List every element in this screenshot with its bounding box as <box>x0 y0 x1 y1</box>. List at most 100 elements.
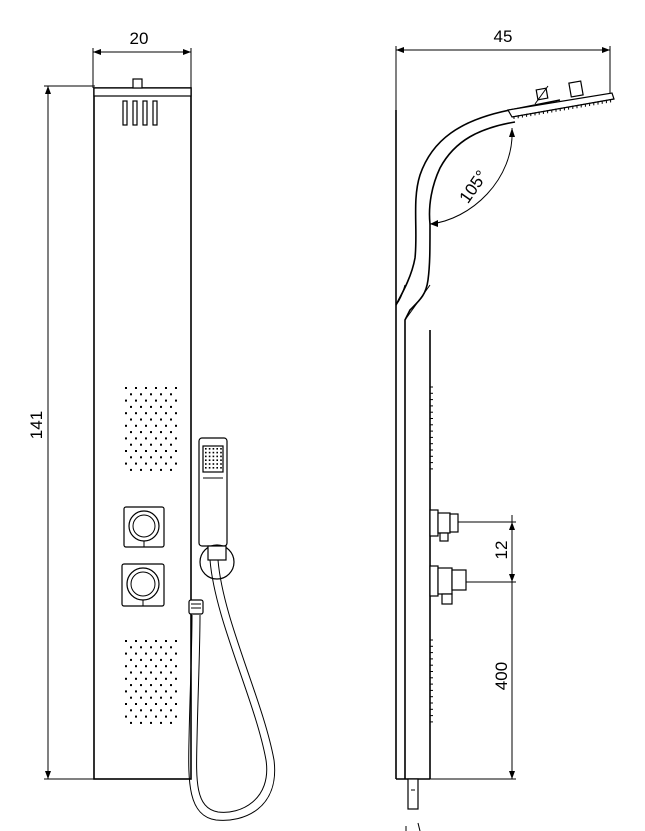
body-jet-nozzle <box>165 715 167 718</box>
body-jet-nozzle <box>175 399 177 402</box>
body-jet-nozzle <box>175 387 177 389</box>
body-jet-nozzle <box>165 450 167 452</box>
body-jet-nozzle <box>155 399 157 402</box>
body-jet-nozzle <box>160 431 162 434</box>
body-jet-nozzle <box>155 412 157 415</box>
body-jet-nozzle <box>125 412 127 415</box>
body-jet-nozzle <box>160 709 162 712</box>
side-bottom-fitting <box>405 778 421 831</box>
hand-shower-nozzle <box>205 448 207 450</box>
body-jet-nozzle <box>135 450 137 452</box>
hand-shower-nozzle <box>205 455 207 458</box>
spacing-label: 12 <box>492 541 511 560</box>
body-jet-nozzle <box>135 665 137 668</box>
body-jet-nozzle <box>170 696 172 699</box>
body-jet-nozzle <box>175 677 177 680</box>
body-jet-nozzle <box>140 658 142 661</box>
body-jet-nozzle <box>165 690 167 693</box>
outlet-spacing-dimension: 12 <box>458 515 516 583</box>
body-jet-nozzle <box>130 709 132 712</box>
body-jet-nozzle <box>175 462 177 465</box>
body-jet-nozzle <box>155 437 157 440</box>
hand-shower-nozzle <box>220 448 222 450</box>
body-jet-nozzle <box>160 443 162 446</box>
body-jet-nozzle <box>130 671 132 674</box>
body-jet-nozzle <box>165 665 167 668</box>
body-jet-nozzle <box>140 418 142 421</box>
body-jet-nozzle <box>175 412 177 415</box>
body-jet-nozzle <box>170 393 172 396</box>
body-jet-nozzle <box>160 405 162 408</box>
hand-shower-nozzle <box>220 455 222 458</box>
side-column-outline <box>395 99 561 306</box>
hand-shower-nozzle <box>212 455 215 458</box>
body-jet-nozzle <box>165 652 167 655</box>
body-jet-nozzle <box>125 640 127 642</box>
body-jet-nozzle <box>165 399 167 402</box>
body-jet-nozzle <box>170 468 172 471</box>
body-jet-nozzle <box>155 387 157 389</box>
body-jet-nozzle <box>170 431 172 434</box>
body-jet-nozzle <box>150 709 152 712</box>
body-jet-nozzle <box>135 387 137 389</box>
hand-shower-nozzle <box>220 459 222 461</box>
body-jet-nozzle <box>145 424 147 427</box>
body-jet-nozzle <box>170 405 172 408</box>
body-jet-nozzle <box>145 677 147 680</box>
body-jet-nozzle <box>145 462 147 465</box>
hand-shower-nozzle <box>208 463 211 465</box>
body-jet-nozzle <box>125 437 127 440</box>
hand-shower-nozzle <box>220 467 222 469</box>
body-jet-nozzle <box>125 387 127 389</box>
bottom-offset-label: 400 <box>492 662 511 690</box>
body-jet-nozzle <box>175 690 177 693</box>
body-jet-nozzle <box>170 418 172 421</box>
hand-shower-nozzle <box>212 463 215 465</box>
body-jet-nozzle <box>170 684 172 687</box>
body-jet-nozzle <box>150 431 152 434</box>
hand-shower-nozzle <box>216 455 218 458</box>
hand-shower-nozzle <box>208 451 211 454</box>
body-jet-nozzle <box>170 671 172 674</box>
hand-shower-nozzle <box>220 451 222 454</box>
body-jet-nozzle <box>140 456 142 459</box>
body-jet-nozzle <box>130 684 132 687</box>
body-jet-nozzle <box>150 684 152 687</box>
body-jet-nozzle <box>130 393 132 396</box>
hand-shower-nozzle <box>216 463 218 465</box>
hand-shower-nozzle <box>212 448 215 450</box>
hand-shower-nozzle <box>208 459 211 461</box>
body-jet-nozzle <box>140 696 142 699</box>
body-jet-nozzle <box>175 640 177 642</box>
body-jet-nozzle <box>160 696 162 699</box>
side-lower-outlet <box>429 565 467 605</box>
body-jet-nozzle <box>145 665 147 668</box>
body-jet-nozzle <box>150 405 152 408</box>
body-jet-nozzle <box>155 677 157 680</box>
body-jet-nozzle <box>145 715 147 718</box>
front-width-dimension: 20 <box>92 29 192 88</box>
body-jet-nozzle <box>145 703 147 705</box>
hand-shower-nozzle <box>205 467 207 469</box>
body-jet-nozzle <box>165 462 167 465</box>
body-jet-nozzle <box>145 437 147 440</box>
body-jet-nozzle <box>130 456 132 459</box>
height-dimension: 141 <box>27 85 95 780</box>
hand-shower-nozzle <box>205 459 207 461</box>
height-label: 141 <box>27 411 46 439</box>
body-jet-nozzle <box>160 658 162 661</box>
body-jet-nozzle <box>135 715 137 718</box>
body-jet-nozzle <box>145 399 147 402</box>
body-jet-nozzle <box>170 658 172 661</box>
body-jet-nozzle <box>140 468 142 471</box>
front-shower-hose <box>188 559 276 821</box>
body-jet-nozzle <box>140 405 142 408</box>
body-jet-nozzle <box>175 665 177 668</box>
body-jet-nozzle <box>155 703 157 705</box>
body-jet-nozzle <box>125 652 127 655</box>
body-jet-nozzle <box>135 652 137 655</box>
body-jet-nozzle <box>160 468 162 471</box>
body-jet-nozzle <box>155 665 157 668</box>
side-view: 45 105° <box>395 27 615 831</box>
